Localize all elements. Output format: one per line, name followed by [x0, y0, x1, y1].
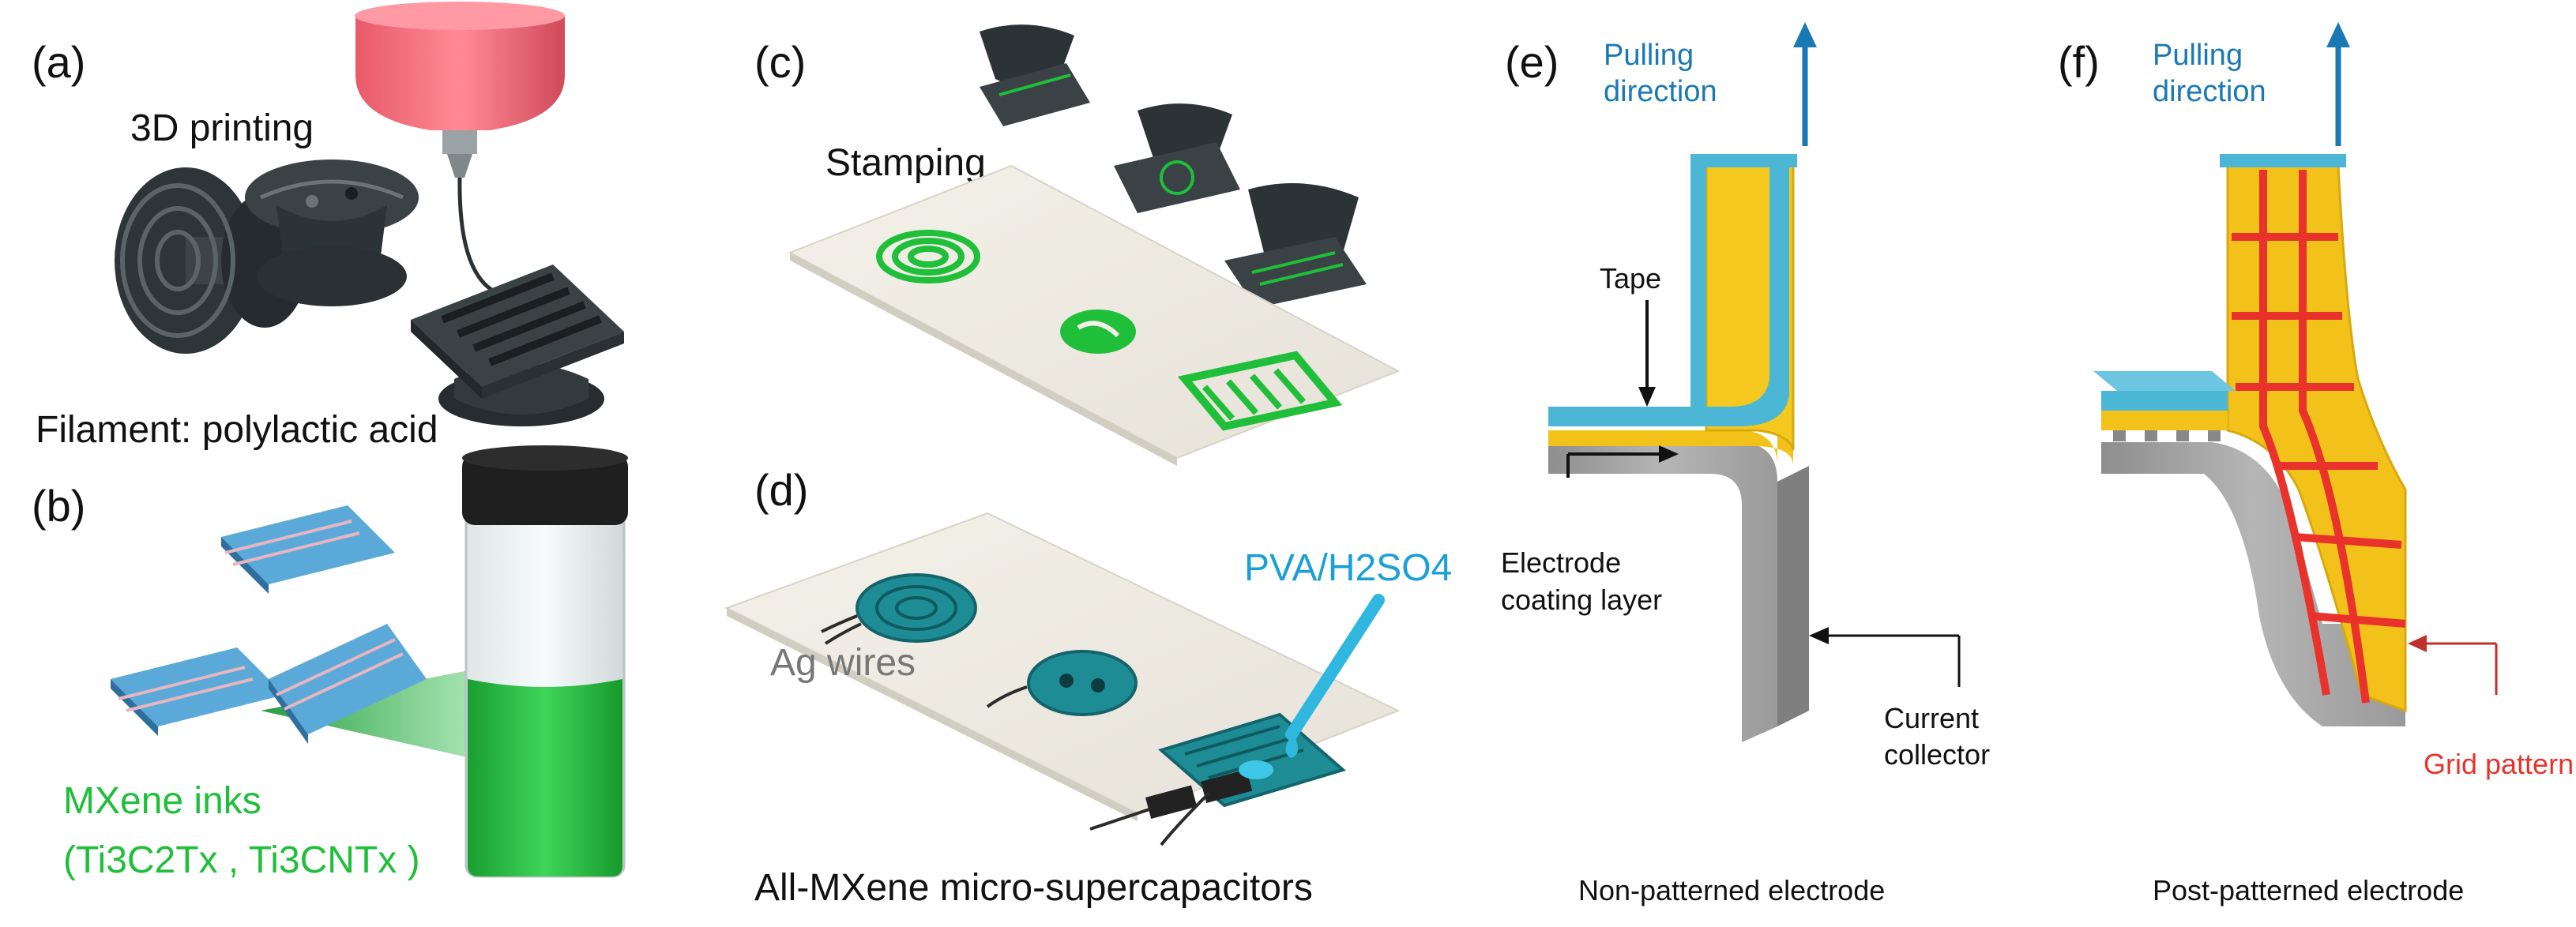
panel-a-title: 3D printing — [130, 107, 314, 149]
current-collector-e — [1548, 442, 1777, 742]
msc-spiral-device — [856, 573, 977, 643]
coating-label-line2: coating layer — [1501, 584, 1662, 616]
stamp-spiral — [980, 24, 1090, 126]
panel-c-label: (c) — [754, 37, 806, 87]
electrolyte-label: PVA/H2SO4 — [1244, 547, 1452, 589]
grid-pattern-lines — [2232, 170, 2406, 704]
pull-direction-f-line2: direction — [2153, 75, 2266, 108]
substrate-grid-notches — [2113, 430, 2221, 441]
printed-comb-electrode — [411, 265, 624, 426]
tape-e — [1548, 158, 1789, 426]
electrolyte-pipette — [1285, 594, 1385, 758]
msc-comb-device — [1145, 712, 1347, 820]
pull-arrow-e — [1793, 22, 1817, 146]
stamp-comb — [1224, 183, 1367, 308]
panel-f: (f) Pulling direction — [2058, 22, 2574, 906]
printer-nozzle — [355, 2, 565, 298]
current-collector-f — [2101, 442, 2405, 726]
electrode-coating-e — [1548, 166, 1793, 466]
panel-e: (e) Pulling direction Tape Electrode coa… — [1501, 22, 1990, 906]
tape-f — [2220, 154, 2346, 167]
tape-label: Tape — [1600, 262, 1661, 295]
panel-c: (c) Stamping — [754, 24, 1401, 466]
msc-yinyang-device — [1027, 650, 1138, 716]
panel-d: (d) — [724, 465, 1452, 909]
spool-yinyang — [245, 160, 419, 306]
coating-label-line1: Electrode — [1501, 546, 1621, 579]
printed-spiral-pattern — [876, 230, 980, 283]
collector-label-line1: Current — [1884, 702, 1979, 734]
panel-a-label: (a) — [32, 37, 85, 87]
panel-f-label: (f) — [2058, 37, 2100, 87]
ink-vial — [462, 445, 628, 878]
ink-light-cone — [261, 663, 506, 766]
panel-b-label: (b) — [32, 481, 85, 531]
mxene-flake-right — [269, 624, 427, 744]
pull-direction-f-line1: Pulling — [2153, 39, 2243, 72]
panel-c-title: Stamping — [825, 142, 986, 184]
grid-pattern-label: Grid pattern — [2424, 748, 2574, 780]
panel-e-label: (e) — [1505, 37, 1559, 87]
stamp-yinyang — [1114, 103, 1240, 213]
panel-b: (b) MXene inks (Ti3C2Tx , Ti3CNTx ) — [32, 445, 628, 881]
panel-a-caption: Filament: polylactic acid — [36, 409, 438, 451]
panel-d-caption: All-MXene micro-supercapacitors — [754, 867, 1313, 909]
panel-d-label: (d) — [754, 465, 808, 515]
panel-f-caption: Post-patterned electrode — [2153, 874, 2464, 906]
panel-e-caption: Non-patterned electrode — [1578, 874, 1885, 906]
pull-direction-e-line2: direction — [1604, 75, 1717, 108]
ag-wires-label: Ag wires — [770, 642, 916, 684]
pull-arrow-f — [2326, 22, 2350, 146]
printed-yinyang-pattern — [1060, 310, 1136, 354]
mxene-flake-top — [221, 505, 395, 594]
pull-direction-e-line1: Pulling — [1604, 39, 1694, 72]
mxene-flake-left — [111, 647, 284, 736]
collector-label-line2: collector — [1884, 738, 1990, 771]
mxene-formula-label: (Ti3C2Tx , Ti3CNTx ) — [63, 839, 420, 881]
panel-a: (a) 3D printing — [32, 2, 624, 451]
mxene-inks-label: MXene inks — [63, 780, 261, 822]
ag-wires — [821, 614, 1210, 846]
printed-comb-pattern — [1177, 351, 1343, 431]
